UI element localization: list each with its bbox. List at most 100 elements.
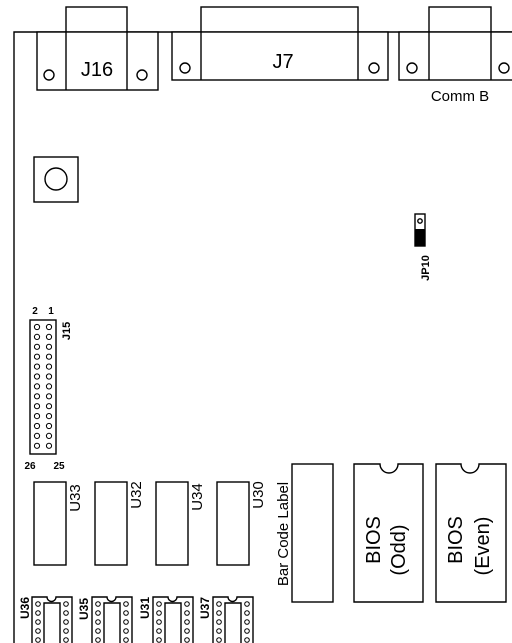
pin-hole (156, 628, 162, 634)
pin-hole (216, 628, 222, 634)
pin-hole (45, 383, 53, 390)
pin-hole (95, 619, 101, 625)
chip-u32: U32 (94, 481, 145, 566)
pin-hole (244, 628, 250, 634)
bios-even-line1: BIOS (445, 516, 467, 564)
pin-hole (35, 637, 41, 643)
bios-odd-chip: BIOS (Odd) (353, 463, 424, 603)
socket-u36-label: U36 (18, 597, 32, 619)
socket-u31: U31 (138, 596, 194, 643)
pin-hole (184, 619, 190, 625)
pin-hole (33, 403, 41, 410)
pin-hole (35, 601, 41, 607)
pin-hole (123, 610, 129, 616)
pin-hole (184, 628, 190, 634)
pin-hole (123, 637, 129, 643)
header-pin-2-label: 2 (32, 306, 38, 317)
bar-code-label: Bar Code Label (275, 463, 334, 603)
mounting-hole (498, 62, 510, 74)
bar-code-label-text: Bar Code Label (275, 482, 292, 586)
connector-j7-label: J7 (272, 51, 293, 73)
socket-u37-label: U37 (198, 597, 212, 619)
connector-comm-b-label: Comm B (431, 88, 489, 105)
socket-pins (216, 601, 250, 643)
pin-hole (33, 343, 41, 350)
pin-hole (63, 619, 69, 625)
pin-hole (216, 601, 222, 607)
pin-hole (95, 637, 101, 643)
header-pins (33, 323, 53, 449)
pin-hole (33, 373, 41, 380)
chip-u34-label: U34 (189, 483, 206, 511)
header-j15: 2 1 J15 26 25 (24, 306, 73, 472)
pin-hole (244, 637, 250, 643)
pin-hole (35, 610, 41, 616)
pin-hole (244, 601, 250, 607)
bios-even-line2: (Even) (472, 517, 494, 576)
pin-hole (95, 601, 101, 607)
pin-hole (33, 383, 41, 390)
socket-u35: U35 (77, 596, 133, 643)
pin-hole (244, 610, 250, 616)
socket-u35-label: U35 (77, 598, 91, 620)
pin-hole (184, 601, 190, 607)
pin-hole (45, 422, 53, 430)
connector-comm-b: Comm B (398, 6, 512, 105)
pin-hole (33, 323, 41, 331)
pin-hole (45, 353, 53, 360)
jumper-jp10: JP10 (414, 213, 432, 281)
pin-hole (45, 413, 53, 420)
pin-hole (45, 343, 53, 350)
connector-j7: J7 (171, 6, 389, 81)
mounting-hole (368, 62, 380, 74)
pin-hole (156, 619, 162, 625)
jumper-jp10-label: JP10 (420, 255, 432, 281)
bios-odd-line2: (Odd) (388, 524, 410, 575)
pin-hole (156, 601, 162, 607)
pin-hole (45, 432, 53, 439)
pin-hole (45, 393, 53, 400)
chip-u33-label: U33 (67, 484, 84, 512)
pin-hole (35, 628, 41, 634)
header-j15-label: J15 (61, 322, 73, 340)
chip-u30: U30 (216, 481, 267, 566)
chip-u32-label: U32 (128, 481, 145, 509)
header-pin-26-label: 26 (24, 461, 36, 472)
socket-pins (95, 601, 129, 643)
chip-u33: U33 (33, 481, 84, 566)
pin-hole (123, 601, 129, 607)
chip-u30-label: U30 (250, 481, 267, 509)
pin-hole (184, 637, 190, 643)
pin-hole (33, 422, 41, 430)
pin-hole (33, 413, 41, 420)
bios-even-chip: BIOS (Even) (435, 463, 507, 603)
socket-u36: U36 (18, 596, 73, 643)
pin-hole (63, 610, 69, 616)
mounting-hole (179, 62, 191, 74)
bios-odd-line1: BIOS (363, 516, 385, 564)
mounting-hole (406, 62, 418, 74)
pin-hole (45, 323, 53, 331)
pin-hole (95, 610, 101, 616)
connector-j16: J16 (36, 6, 159, 91)
pin-hole (184, 610, 190, 616)
header-pin-25-label: 25 (53, 461, 65, 472)
pin-hole (33, 363, 41, 370)
socket-u31-label: U31 (138, 597, 152, 619)
pin-hole (244, 619, 250, 625)
header-pin-1-label: 1 (48, 306, 54, 317)
pin-hole (33, 353, 41, 360)
pin-hole (45, 403, 53, 410)
pin-hole (95, 628, 101, 634)
socket-pins (156, 601, 190, 643)
socket-u37: U37 (198, 596, 254, 643)
pin-hole (45, 442, 53, 449)
pin-hole (63, 637, 69, 643)
pin-hole (63, 601, 69, 607)
mounting-hole (136, 69, 148, 81)
pin-hole (156, 610, 162, 616)
pin-hole (33, 393, 41, 400)
pin-hole (33, 442, 41, 449)
pin-hole (123, 619, 129, 625)
